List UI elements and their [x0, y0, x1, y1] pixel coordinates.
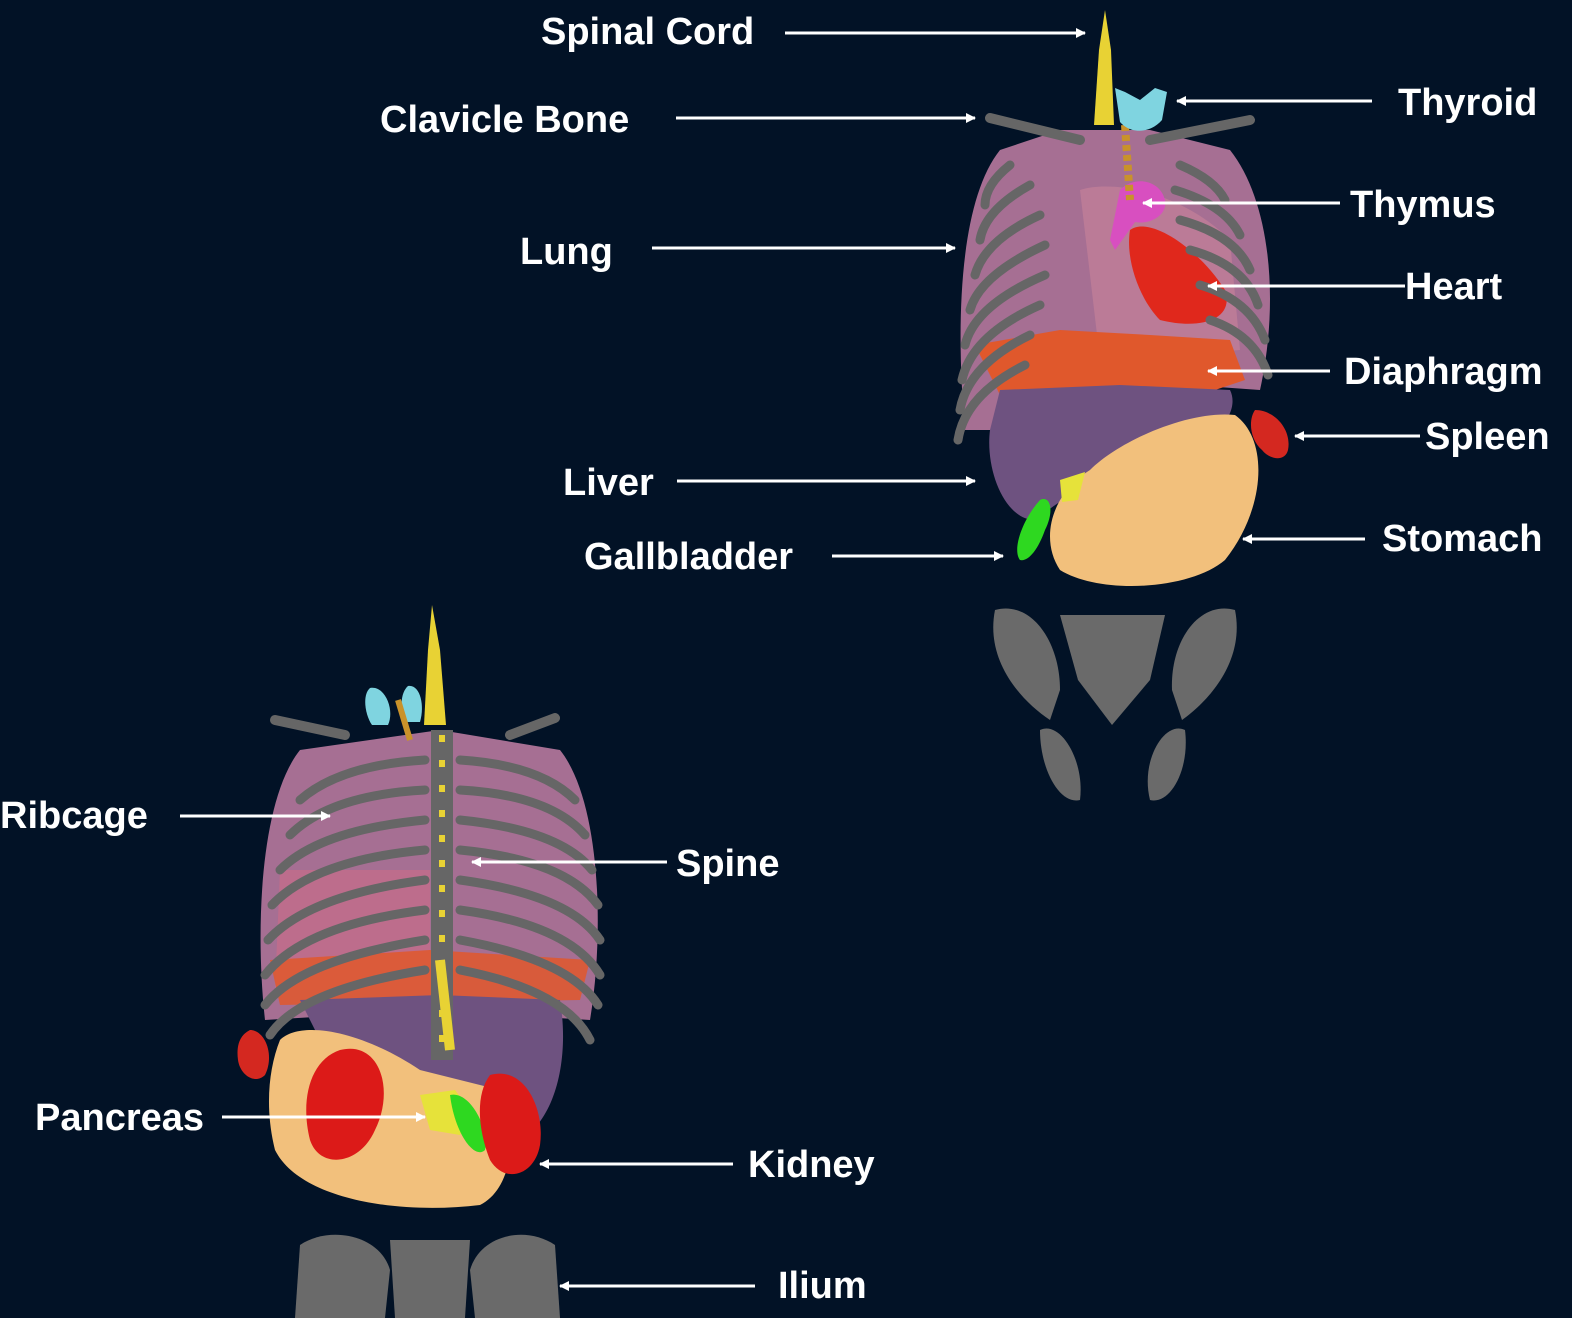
- ilium-shape: [295, 1235, 560, 1318]
- front-spinal-cord-shape: [1094, 10, 1114, 125]
- label-gallbladder: Gallbladder: [584, 538, 793, 576]
- front-clavicle-shape: [990, 118, 1080, 140]
- label-stomach: Stomach: [1382, 520, 1542, 558]
- label-spleen: Spleen: [1425, 418, 1550, 456]
- label-pancreas: Pancreas: [35, 1099, 204, 1137]
- label-diaphragm: Diaphragm: [1344, 353, 1542, 391]
- label-lung: Lung: [520, 233, 613, 271]
- label-ilium: Ilium: [778, 1267, 867, 1305]
- back-view-model: [238, 605, 601, 1318]
- spleen-shape: [1251, 410, 1289, 458]
- label-liver: Liver: [563, 464, 654, 502]
- label-ribcage: Ribcage: [0, 797, 148, 835]
- front-view-model: [958, 10, 1289, 800]
- front-pelvis-shape: [993, 608, 1236, 800]
- label-spine: Spine: [676, 845, 779, 883]
- label-thymus: Thymus: [1350, 186, 1496, 224]
- label-clavicle-bone: Clavicle Bone: [380, 101, 629, 139]
- label-kidney: Kidney: [748, 1146, 875, 1184]
- label-thyroid: Thyroid: [1398, 84, 1537, 122]
- label-spinal-cord: Spinal Cord: [541, 13, 754, 51]
- thyroid-shape: [1115, 88, 1167, 131]
- label-heart: Heart: [1405, 268, 1502, 306]
